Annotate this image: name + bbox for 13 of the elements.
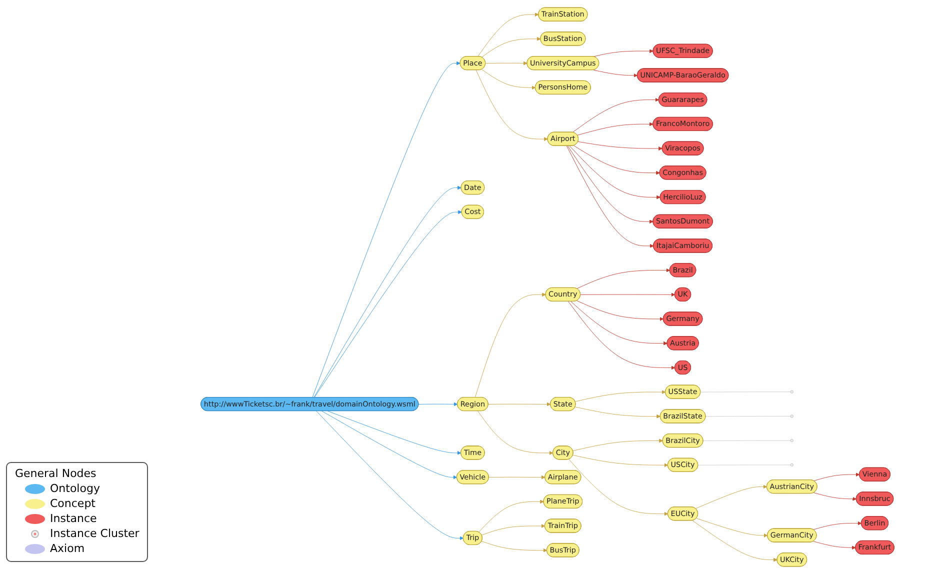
- legend-label: Axiom: [50, 542, 85, 555]
- legend-label: Concept: [50, 497, 96, 510]
- node-circle: [790, 463, 794, 466]
- node-circle: [790, 438, 794, 442]
- legend-label: Instance Cluster: [50, 527, 140, 540]
- node-circle: [790, 390, 794, 394]
- connector: [705, 416, 791, 417]
- legend-heading: General Nodes: [15, 467, 98, 480]
- node-circle: [790, 414, 794, 418]
- connector: [698, 464, 791, 466]
- connector: [702, 440, 791, 442]
- legend-label: Ontology: [50, 482, 100, 495]
- legend-label: Instance: [50, 512, 97, 525]
